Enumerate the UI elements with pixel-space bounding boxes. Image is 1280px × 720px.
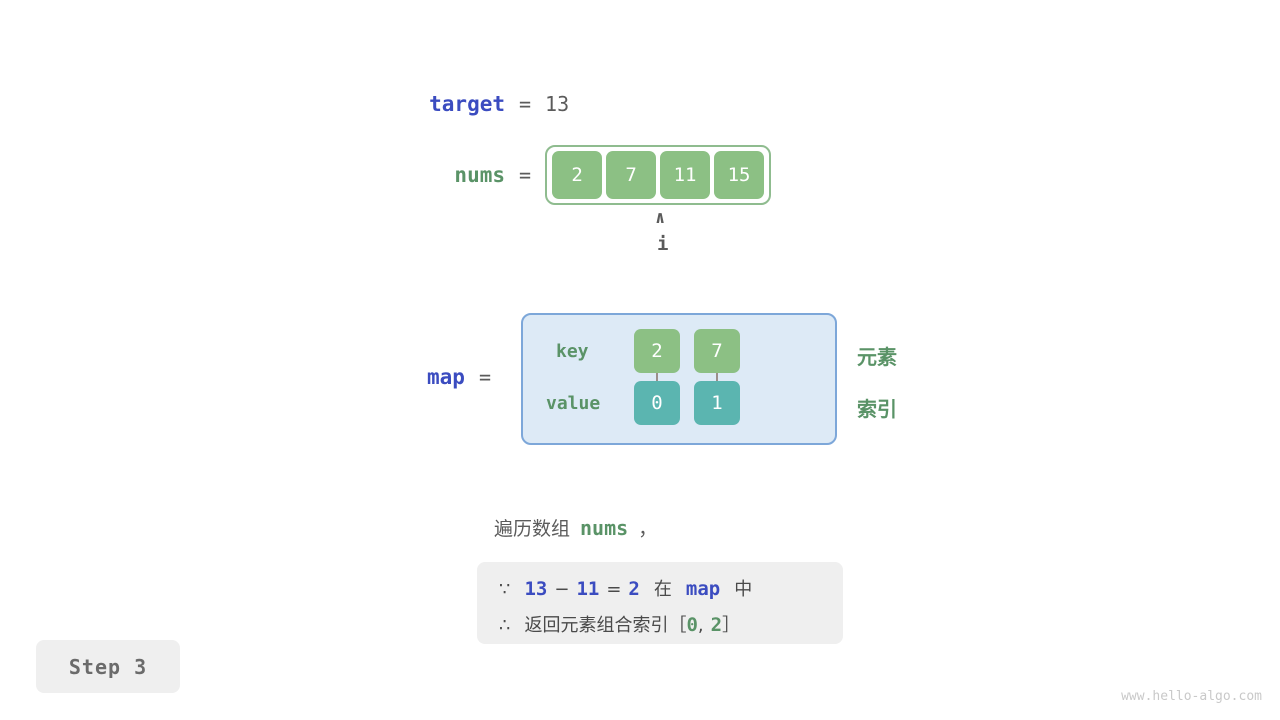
nums-array: 2 7 11 15	[545, 145, 772, 205]
nums-row: nums = 2 7 11 15	[0, 145, 1000, 205]
target-row: target = 13	[0, 92, 1000, 116]
nums-cell-3: 15	[714, 151, 765, 199]
caption-text-before: 遍历数组	[494, 518, 571, 540]
note-map-word: map	[685, 578, 721, 600]
watermark: www.hello-algo.com	[1121, 689, 1262, 704]
map-value-row-label: value	[546, 393, 601, 414]
note-index-1: 2	[710, 614, 723, 636]
caption-code: nums	[580, 516, 629, 540]
note-minus: −	[554, 579, 570, 600]
note-return-text: 返回元素组合索引	[524, 615, 669, 636]
note-bracket-open: ［	[668, 615, 687, 636]
note-equals: =	[606, 579, 622, 600]
note-operand-a: 13	[524, 578, 548, 600]
note-because-symbol: ∵	[499, 579, 511, 600]
note-therefore-symbol: ∴	[499, 615, 511, 636]
note-line-1: ∵ 13 − 11 = 2 在 map 中	[499, 575, 752, 601]
annotation-element: 元素	[857, 345, 897, 369]
caption-text-after: ，	[638, 518, 658, 540]
map-var-label: map	[427, 365, 465, 389]
pointer-label: i	[657, 233, 669, 255]
target-equals-sign: =	[519, 92, 532, 116]
map-equals-sign: =	[478, 365, 491, 389]
map-value-cell-0: 0	[634, 381, 680, 425]
nums-cell-1: 7	[606, 151, 657, 199]
annotation-index: 索引	[857, 397, 897, 421]
target-var-label: target	[429, 92, 505, 116]
pointer-caret-icon: ∧	[655, 208, 666, 228]
note-bracket-close: ］	[722, 615, 741, 636]
map-key-cell-0: 2	[634, 329, 680, 373]
map-label-group: map =	[0, 365, 505, 389]
note-comma: ,	[697, 615, 704, 636]
note-tail: 中	[734, 579, 753, 600]
note-in-text: 在	[653, 579, 672, 600]
note-result: 2	[628, 578, 640, 600]
map-value-cell-1: 1	[694, 381, 740, 425]
caption-line: 遍历数组 nums ，	[494, 514, 657, 541]
target-value: 13	[545, 92, 570, 116]
note-box: ∵ 13 − 11 = 2 在 map 中 ∴ 返回元素组合索引 ［ 0 , 2…	[477, 562, 843, 644]
step-badge: Step 3	[36, 640, 180, 693]
note-index-0: 0	[686, 614, 698, 636]
note-operand-b: 11	[576, 578, 600, 600]
nums-var-label: nums	[454, 163, 505, 187]
nums-cell-0: 2	[552, 151, 603, 199]
map-key-row-label: key	[556, 341, 589, 362]
note-line-2: ∴ 返回元素组合索引 ［ 0 , 2 ］	[499, 611, 740, 637]
nums-cell-2: 11	[660, 151, 711, 199]
map-key-cell-1: 7	[694, 329, 740, 373]
nums-equals-sign: =	[519, 163, 532, 187]
